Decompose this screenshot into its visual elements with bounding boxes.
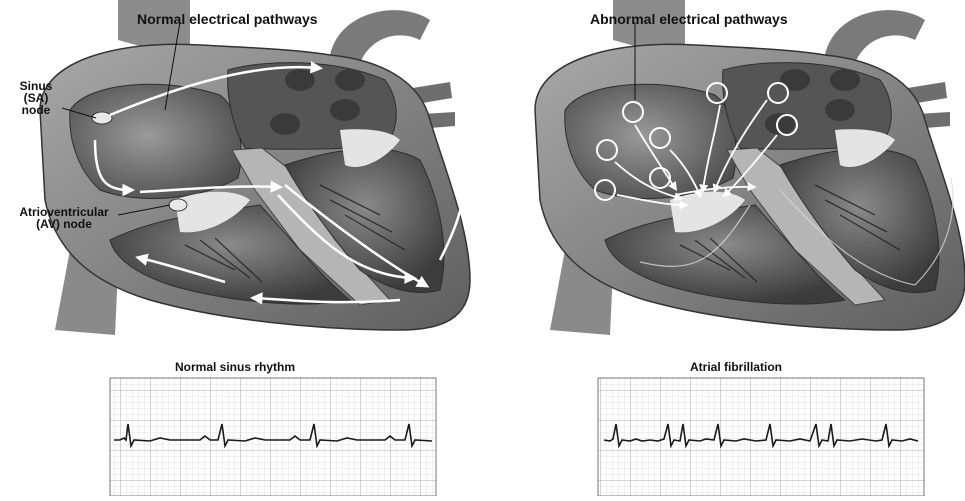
pulmonary-vein-opening [825,99,855,121]
normal-heart [40,0,470,335]
atrial-fibrillation-title: Atrial fibrillation [690,361,782,373]
pulmonary-vein-opening [270,113,300,135]
ecg-grid [110,378,436,496]
sa-node-label: Sinus (SA) node [8,80,64,116]
pulmonary-vein-opening [330,99,360,121]
abnormal-heart [535,0,965,335]
normal-sinus-rhythm-title: Normal sinus rhythm [175,361,295,373]
abnormal-pathways-title: Abnormal electrical pathways [590,12,788,26]
av-node [169,199,187,211]
pulmonary-vein-opening [780,69,810,91]
pulmonary-vein-opening [285,69,315,91]
ecg-grid [598,378,924,496]
ecg-normal [110,378,436,496]
sa-node-label-line: node [8,104,64,116]
pulmonary-vein-opening [335,69,365,91]
normal-pathways-title: Normal electrical pathways [137,12,318,26]
av-node-label-line: (AV) node [8,218,120,230]
pulmonary-vein-opening [830,69,860,91]
ecg-afib [598,378,924,496]
av-node-label: Atrioventricular (AV) node [8,206,120,230]
